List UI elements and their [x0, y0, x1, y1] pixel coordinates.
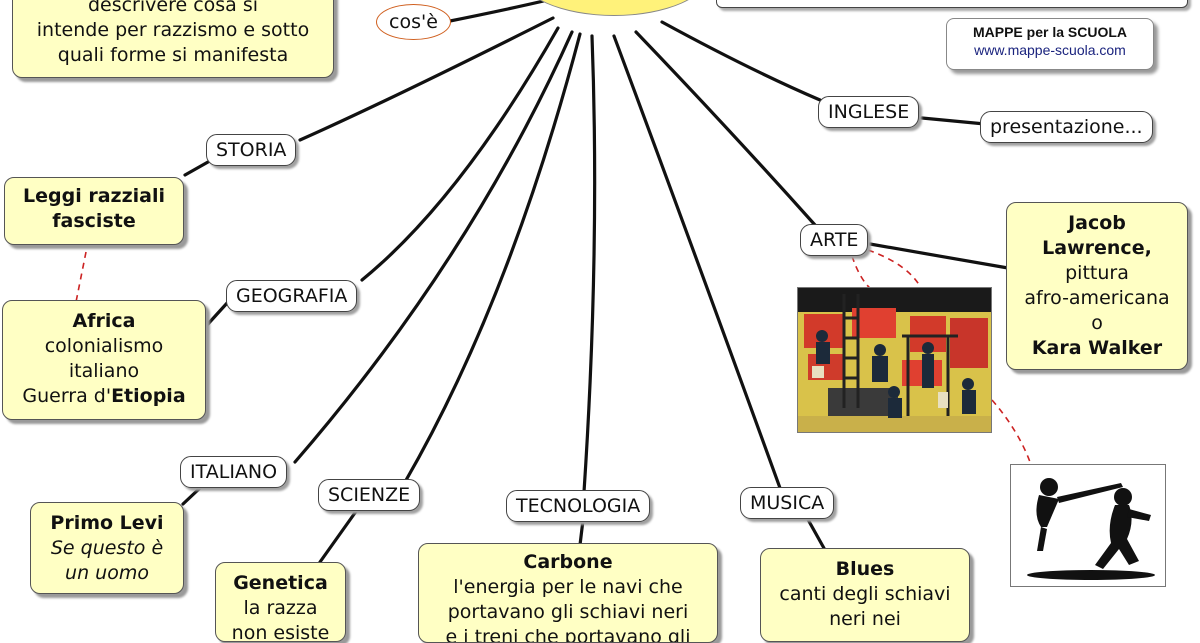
- lawrence-painting-image[interactable]: [797, 287, 992, 433]
- silhouette-graphic: [1027, 478, 1155, 580]
- africa-line-1: colonialismo: [44, 335, 164, 357]
- line-inglese: [660, 20, 822, 102]
- title-bar: [716, 0, 1188, 8]
- brand-box[interactable]: MAPPE per la SCUOLA www.mappe-scuola.com: [946, 18, 1154, 70]
- blues-line-2: neri nei: [829, 608, 901, 630]
- node-carbone[interactable]: Carbone l'energia per le navi che portav…: [418, 543, 718, 643]
- line-storia-leggi: [183, 160, 210, 177]
- dashed-arte-painting2: [867, 249, 923, 291]
- blues-line-1: canti degli schiavi: [779, 583, 951, 605]
- node-jacob-lawrence[interactable]: Jacob Lawrence, pittura afro-americana o…: [1006, 202, 1188, 370]
- jacob-line-6: Kara Walker: [1031, 337, 1163, 359]
- link-musica[interactable]: MUSICA: [740, 487, 835, 519]
- jacob-line-4: afro-americana: [1024, 287, 1170, 309]
- africa-title: Africa: [72, 310, 136, 332]
- line-arte: [634, 30, 817, 227]
- link-geografia[interactable]: GEOGRAFIA: [226, 280, 358, 312]
- intro-line-2: intende per razzismo e sotto: [36, 19, 310, 41]
- link-storia[interactable]: STORIA: [206, 134, 297, 166]
- intro-box[interactable]: descrivere cosa si intende per razzismo …: [12, 0, 334, 78]
- africa-line-3: Guerra d'Etiopia: [11, 384, 197, 409]
- jacob-line-1: Jacob: [1068, 212, 1126, 234]
- line-musica: [612, 34, 782, 490]
- link-inglese[interactable]: INGLESE: [818, 96, 920, 128]
- node-blues[interactable]: Blues canti degli schiavi neri nei: [760, 548, 970, 642]
- line-scienze-genetica: [318, 508, 359, 564]
- line-tecnologia-carbone: [578, 518, 585, 547]
- line-scienze: [403, 32, 582, 484]
- node-primo-levi[interactable]: Primo Levi Se questo è un uomo: [30, 502, 184, 594]
- dashed-painting-silhouette: [991, 399, 1031, 463]
- line-arte-jacob: [868, 242, 1010, 270]
- link-arte[interactable]: ARTE: [800, 224, 869, 256]
- jacob-line-2: Lawrence,: [1042, 237, 1152, 259]
- carbone-line-1: l'energia per le navi che: [453, 576, 683, 598]
- levi-line-2: un uomo: [65, 562, 149, 584]
- link-scienze[interactable]: SCIENZE: [318, 479, 421, 511]
- line-cose: [443, 0, 550, 24]
- carbone-line-2: portavano gli schiavi neri: [447, 601, 689, 623]
- africa-line-2: italiano: [68, 360, 140, 382]
- jacob-line-5: o: [1091, 312, 1103, 334]
- node-genetica[interactable]: Genetica la razza non esiste: [215, 562, 346, 642]
- brand-title: MAPPE per la SCUOLA: [972, 24, 1128, 40]
- levi-line-1: Se questo è: [50, 537, 164, 559]
- africa-line-3-prefix: Guerra d': [22, 385, 112, 407]
- kara-walker-silhouette-image[interactable]: [1010, 464, 1166, 587]
- line-geografia: [360, 26, 560, 282]
- levi-title: Primo Levi: [50, 512, 164, 534]
- connector-lines: [75, 0, 1031, 564]
- link-cose[interactable]: cos'è: [376, 4, 451, 40]
- genetica-line-2: non esiste: [231, 622, 330, 642]
- line-geografia-africa: [206, 300, 230, 326]
- intro-line-3: quali forme si manifesta: [57, 44, 289, 66]
- node-africa[interactable]: Africa colonialismo italiano Guerra d'Et…: [2, 300, 206, 420]
- carbone-line-3: e i treni che portavano gli: [445, 626, 691, 643]
- line-italiano: [293, 30, 574, 464]
- jacob-line-3: pittura: [1065, 262, 1129, 284]
- dashed-leggi-africa: [75, 251, 87, 303]
- brand-url[interactable]: www.mappe-scuola.com: [974, 42, 1126, 58]
- link-tecnologia[interactable]: TECNOLOGIA: [506, 490, 651, 522]
- link-italiano[interactable]: ITALIANO: [180, 456, 288, 488]
- line-musica-blues: [804, 514, 827, 552]
- genetica-title: Genetica: [233, 572, 328, 594]
- node-presentazione[interactable]: presentazione...: [980, 111, 1153, 143]
- africa-line-3-bold: Etiopia: [111, 385, 186, 407]
- blues-title: Blues: [835, 558, 895, 580]
- painting-graphic: [798, 288, 991, 432]
- intro-line-1: descrivere cosa si: [87, 0, 259, 16]
- line-inglese-presentazione: [920, 116, 987, 126]
- line-tecnologia: [582, 34, 597, 494]
- node-leggi-razziali[interactable]: Leggi razziali fasciste: [4, 177, 184, 245]
- dashed-arte-painting1: [851, 255, 873, 291]
- line-italiano-levi: [181, 486, 202, 506]
- line-storia: [298, 16, 555, 142]
- carbone-title: Carbone: [523, 551, 613, 573]
- genetica-line-1: la razza: [243, 597, 318, 619]
- leggi-line-2: fasciste: [52, 210, 136, 232]
- leggi-line-1: Leggi razziali: [23, 185, 165, 207]
